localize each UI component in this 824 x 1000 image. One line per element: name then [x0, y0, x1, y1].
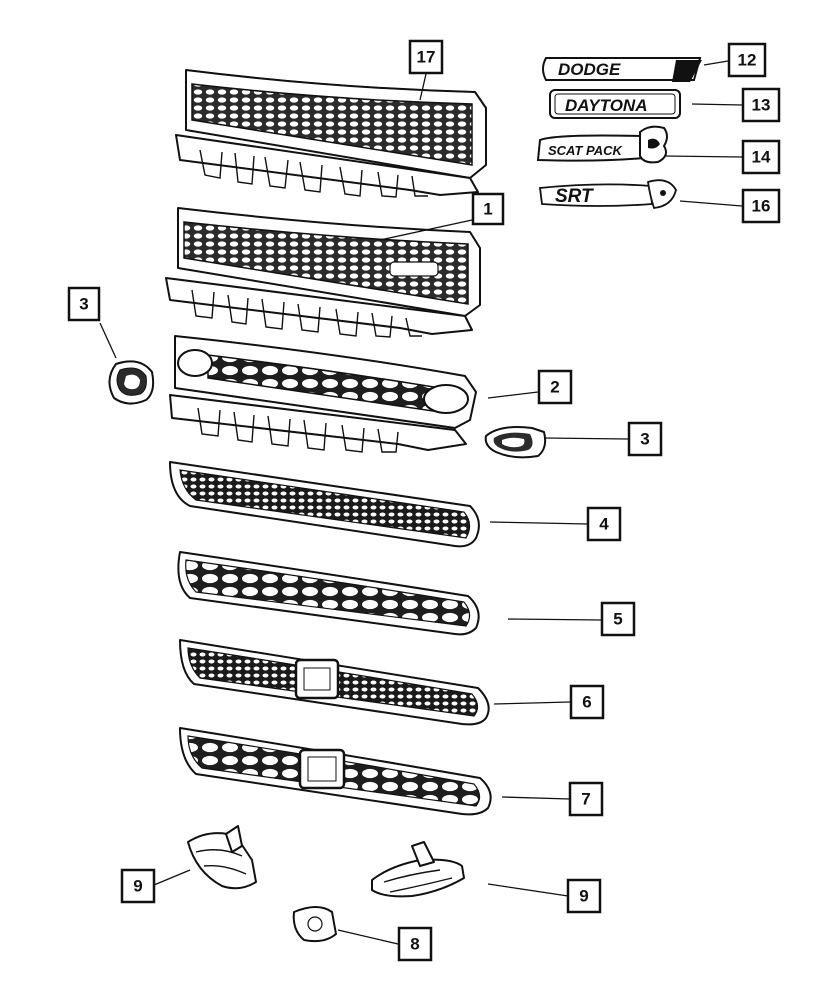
srt-badge-shape	[389, 261, 439, 277]
callout-14: 14	[741, 139, 781, 175]
callout-16: 16	[741, 188, 781, 224]
callout-2-label: 2	[550, 378, 559, 397]
callout-9-left-label: 9	[133, 877, 142, 896]
emblem-13-daytona: DAYTONA	[549, 89, 681, 119]
part-9-right-bracket	[371, 841, 465, 898]
callout-16-label: 16	[752, 197, 771, 216]
callout-7-label: 7	[581, 790, 590, 809]
part-7-grille-insert	[179, 727, 492, 816]
part-3-right-bezel	[484, 426, 547, 459]
callout-3-right-label: 3	[640, 430, 649, 449]
emblem-14-scatpack: SCAT PACK	[536, 125, 668, 164]
callout-5-label: 5	[613, 610, 622, 629]
callout-8: 8	[397, 926, 433, 962]
part-8-plug	[292, 906, 337, 943]
emblem-16-srt: SRT	[538, 179, 677, 209]
part-4-grille-insert	[169, 461, 480, 548]
callout-12-label: 12	[738, 51, 757, 70]
callout-4: 4	[586, 506, 622, 542]
emblem-daytona-text: DAYTONA	[565, 96, 648, 115]
callout-6-label: 6	[582, 693, 591, 712]
callout-7: 7	[568, 781, 604, 817]
callout-4-label: 4	[599, 515, 609, 534]
callout-3-left: 3	[67, 286, 101, 322]
leader-lines	[99, 60, 743, 945]
part-1-grille-assembly	[165, 207, 481, 338]
part-3-left-bezel	[108, 360, 155, 405]
part-17-grille-assembly	[175, 69, 487, 198]
part-6-grille-insert	[179, 639, 490, 726]
callout-13: 13	[741, 87, 781, 123]
part-9-left-bracket	[187, 825, 257, 890]
callout-12: 12	[727, 42, 767, 78]
callout-5: 5	[600, 601, 636, 637]
emblem-dodge-text: DODGE	[558, 60, 621, 79]
callout-17-label: 17	[417, 48, 436, 67]
callout-9-right: 9	[566, 878, 602, 914]
callout-14-label: 14	[752, 148, 771, 167]
callout-2: 2	[537, 369, 573, 405]
emblem-12-dodge: DODGE	[542, 57, 702, 82]
callout-1: 1	[471, 192, 505, 226]
callout-3-right: 3	[627, 421, 663, 457]
emblem-srt-text: SRT	[555, 186, 594, 207]
callout-17: 17	[408, 39, 444, 75]
callout-1-label: 1	[483, 200, 492, 219]
callout-9-left: 9	[120, 868, 156, 904]
callout-8-label: 8	[410, 935, 419, 954]
emblem-scatpack-text: SCAT PACK	[548, 143, 624, 158]
callout-3-left-label: 3	[79, 295, 88, 314]
part-2-grille	[169, 335, 477, 453]
callout-9-right-label: 9	[579, 887, 588, 906]
callout-6: 6	[569, 684, 605, 720]
callout-13-label: 13	[752, 96, 771, 115]
part-5-grille-insert	[177, 551, 480, 636]
